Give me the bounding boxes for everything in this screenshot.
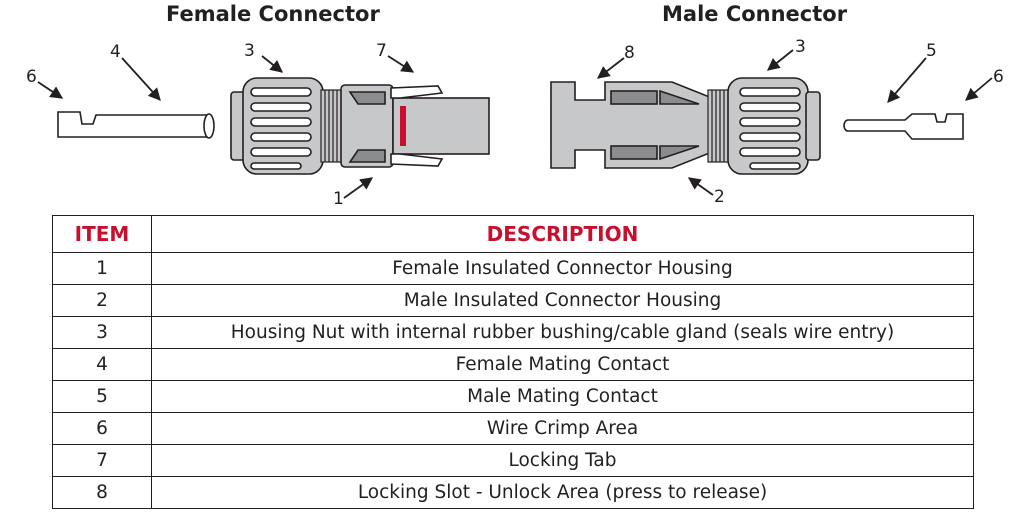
callout-5: 5 [926,41,937,61]
female-insulated-housing [340,84,490,168]
callout-1: 1 [333,189,344,209]
table-row: 8 Locking Slot - Unlock Area (press to r… [52,476,974,509]
item-cell: 8 [52,476,152,509]
male-housing-nut [727,77,821,175]
description-cell: Female Mating Contact [151,348,974,381]
callout-arrows [37,49,993,199]
parts-table: ITEM DESCRIPTION 1 Female Insulated Conn… [52,215,974,509]
table-row: 2 Male Insulated Connector Housing [52,284,974,317]
table-row: 5 Male Mating Contact [52,380,974,413]
male-thread [707,89,731,163]
item-cell: 4 [52,348,152,381]
callout-2: 2 [714,187,725,207]
item-cell: 7 [52,444,152,477]
description-cell: Locking Tab [151,444,974,477]
table-row: 6 Wire Crimp Area [52,412,974,445]
description-cell: Female Insulated Connector Housing [151,252,974,285]
table-row: 7 Locking Tab [52,444,974,477]
female-connector-title: Female Connector [166,2,380,26]
callout-3-male: 3 [795,37,806,57]
description-cell: Locking Slot - Unlock Area (press to rel… [151,476,974,509]
female-housing-nut [230,77,324,175]
item-cell: 2 [52,284,152,317]
header-item: ITEM [52,215,152,253]
female-mating-contact [57,111,215,139]
male-insulated-housing [550,81,713,169]
callout-4: 4 [110,42,121,62]
male-connector-title: Male Connector [662,2,848,26]
description-cell: Wire Crimp Area [151,412,974,445]
callout-3-female: 3 [244,41,255,61]
callout-8: 8 [624,43,635,63]
female-thread [320,89,344,163]
connector-diagram: 6 4 3 7 1 8 3 5 6 2 [26,37,1004,209]
table-header-row: ITEM DESCRIPTION [52,215,974,253]
male-mating-contact [843,113,964,140]
callout-7: 7 [376,41,387,61]
description-cell: Male Mating Contact [151,380,974,413]
item-cell: 1 [52,252,152,285]
description-cell: Housing Nut with internal rubber bushing… [151,316,974,349]
callout-6-male: 6 [993,67,1004,87]
table-row: 3 Housing Nut with internal rubber bushi… [52,316,974,349]
table-row: 1 Female Insulated Connector Housing [52,252,974,285]
description-cell: Male Insulated Connector Housing [151,284,974,317]
item-cell: 6 [52,412,152,445]
table-row: 4 Female Mating Contact [52,348,974,381]
item-cell: 5 [52,380,152,413]
item-cell: 3 [52,316,152,349]
callout-6-female: 6 [26,67,37,87]
header-description: DESCRIPTION [151,215,974,253]
